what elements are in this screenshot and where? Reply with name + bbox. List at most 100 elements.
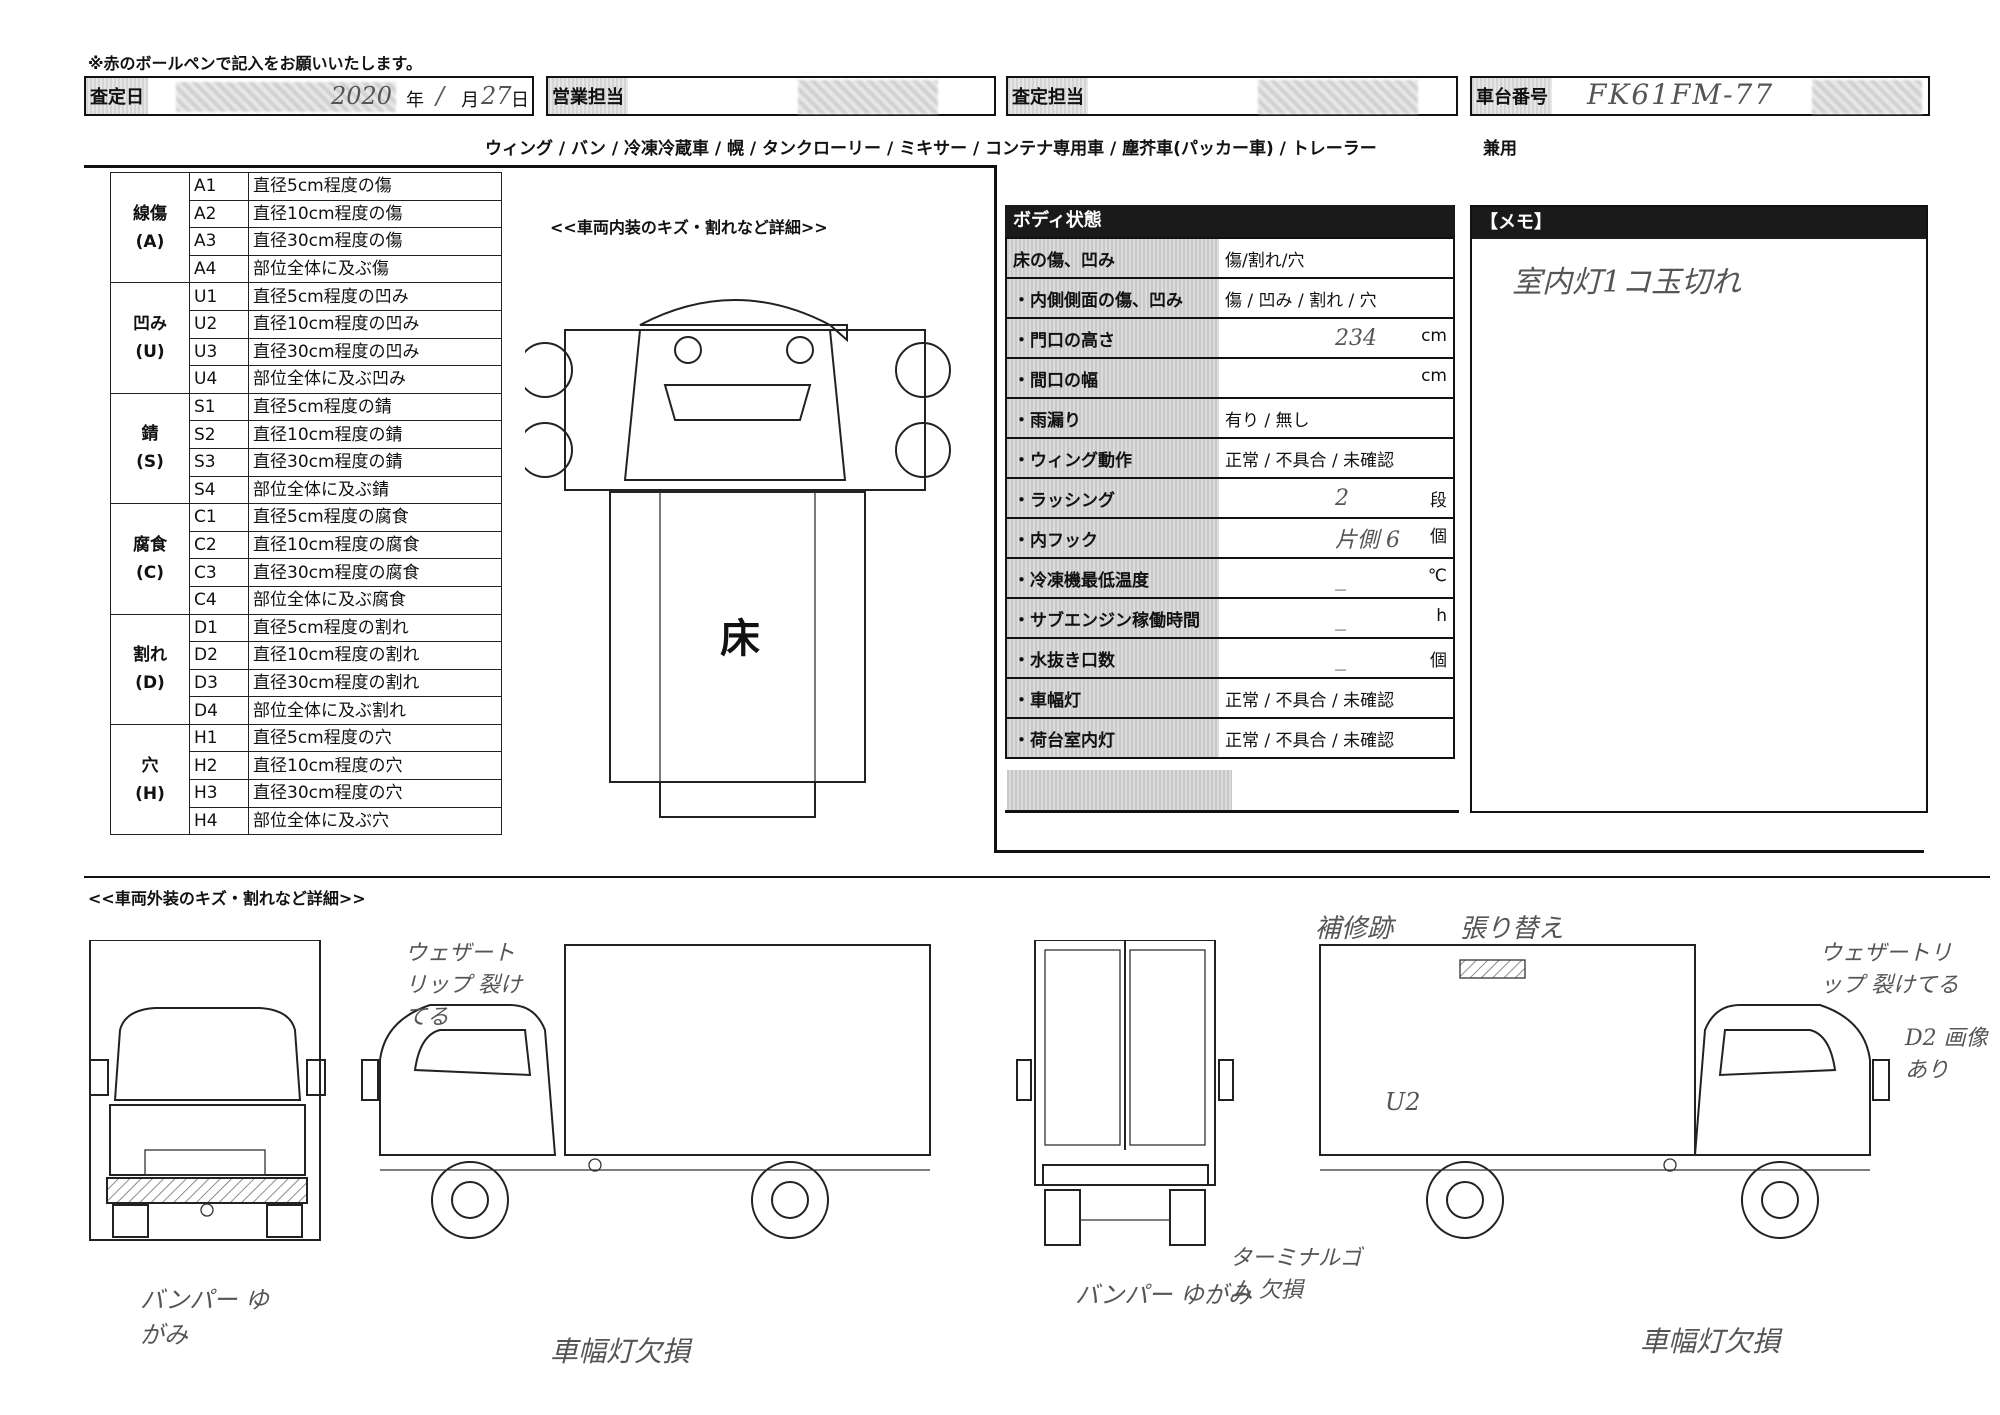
- defect-description: 直径30cm程度の凹み: [248, 337, 502, 367]
- body-status-value-cell: _h: [1219, 598, 1454, 639]
- redacted-area: [1812, 80, 1922, 114]
- defect-code: A4: [189, 254, 249, 284]
- body-status-value-cell: 正常 / 不具合 / 未確認: [1219, 718, 1454, 759]
- body-status-label: ・雨漏り: [1006, 398, 1219, 439]
- truck-left-side-view: [361, 944, 931, 1239]
- defect-code: U2: [189, 309, 249, 339]
- defect-code: S1: [189, 392, 249, 422]
- frame-vertical-line: [994, 165, 997, 853]
- defect-code: C2: [189, 530, 249, 560]
- body-status-label: ・サブエンジン稼働時間: [1006, 598, 1219, 639]
- body-status-value: 正常 / 不具合 / 未確認: [1225, 730, 1395, 751]
- defect-category-code: (C): [135, 562, 164, 583]
- defect-code: S3: [189, 447, 249, 477]
- defect-category-code: (A): [135, 231, 165, 252]
- body-status-row: ・ウィング動作正常 / 不具合 / 未確認: [1006, 438, 1454, 479]
- note-rear-bumper: バンパー ゆがみ: [1075, 1281, 1252, 1309]
- body-status-label: ・冷凍機最低温度: [1006, 558, 1219, 599]
- truck-rear-view: [1016, 940, 1234, 1246]
- defect-description: 直径5cm程度の凹み: [248, 282, 502, 311]
- note-weatherstrip-right: ウェザートリップ 裂けてる: [1820, 941, 1959, 998]
- defect-code: S2: [189, 420, 249, 449]
- note-d2: D2 画像あり: [1905, 1026, 1988, 1083]
- body-status-value: _: [1335, 645, 1346, 671]
- defect-code: U3: [189, 337, 249, 367]
- chassis-value: FK61FM-77: [1587, 78, 1775, 111]
- defect-code: C4: [189, 585, 249, 615]
- memo-box: 【メモ】 室内灯1コ玉切れ: [1470, 205, 1928, 813]
- floor-label: 床: [720, 616, 760, 662]
- defect-category-name: 錆: [141, 424, 159, 445]
- chassis-box: 車台番号 FK61FM-77: [1470, 76, 1930, 116]
- defect-code: H1: [189, 723, 249, 753]
- date-year: 2020: [331, 82, 393, 110]
- defect-code: S4: [189, 475, 249, 505]
- body-status-unit: 段: [1430, 490, 1447, 511]
- defect-description: 直径5cm程度の穴: [248, 723, 502, 753]
- body-status-row: ・雨漏り有り / 無し: [1006, 398, 1454, 439]
- defect-description: 直径30cm程度の腐食: [248, 558, 502, 587]
- defect-code: A3: [189, 227, 249, 256]
- redacted-area: [798, 80, 938, 114]
- defect-description: 直径10cm程度の錆: [248, 420, 502, 449]
- body-status-row: ・冷凍機最低温度_℃: [1006, 558, 1454, 599]
- date-box: 査定日 2020 年 / 月 27 日: [84, 76, 534, 116]
- mirror-right-top: [895, 342, 951, 398]
- lamp-right: [786, 336, 814, 364]
- defect-category: 凹み(U): [110, 282, 190, 394]
- defect-category-name: 穴: [141, 755, 159, 776]
- interior-title: <<車両内装のキズ・割れなど詳細>>: [550, 218, 828, 237]
- frame-top-line: [84, 165, 996, 168]
- defect-code: D3: [189, 668, 249, 698]
- body-status-label: ・間口の幅: [1006, 358, 1219, 399]
- defect-category-code: (D): [135, 673, 165, 694]
- defect-category: 割れ(D): [110, 613, 190, 725]
- body-status-unit: cm: [1421, 325, 1447, 346]
- defect-description: 直径30cm程度の傷: [248, 227, 502, 256]
- defect-category-code: (S): [136, 452, 164, 473]
- cab-roof-outline: [639, 299, 848, 343]
- defect-category-name: 凹み: [133, 314, 167, 335]
- body-status-unit: 個: [1430, 527, 1447, 547]
- body-status-row: ・サブエンジン稼働時間_h: [1006, 598, 1454, 639]
- body-status-label: 床の傷、凹み: [1006, 238, 1219, 279]
- date-day: 27: [481, 82, 512, 110]
- interior-diagram: [525, 299, 951, 818]
- date-label: 査定日: [86, 78, 148, 114]
- sales-label: 営業担当: [548, 78, 628, 114]
- dash-panel: [663, 384, 812, 421]
- defect-category: 穴(H): [110, 723, 190, 836]
- defect-description: 部位全体に及ぶ傷: [248, 254, 502, 284]
- lamp-left: [674, 336, 702, 364]
- body-status-label: ・水抜き口数: [1006, 638, 1219, 679]
- defect-category: 腐食(C): [110, 503, 190, 615]
- cab-outline: [564, 329, 926, 491]
- date-day-unit: 日: [511, 90, 529, 111]
- body-status-value-cell: 正常 / 不具合 / 未確認: [1219, 438, 1454, 479]
- body-status-value-cell: _個: [1219, 638, 1454, 679]
- body-types-extra: 兼用: [1483, 139, 1517, 159]
- defect-description: 直径5cm程度の錆: [248, 392, 502, 422]
- defect-code: D4: [189, 696, 249, 725]
- chassis-label: 車台番号: [1472, 78, 1552, 114]
- defect-description: 直径30cm程度の穴: [248, 779, 502, 808]
- defect-code: H4: [189, 806, 249, 836]
- body-status-value: 傷/割れ/穴: [1225, 250, 1305, 271]
